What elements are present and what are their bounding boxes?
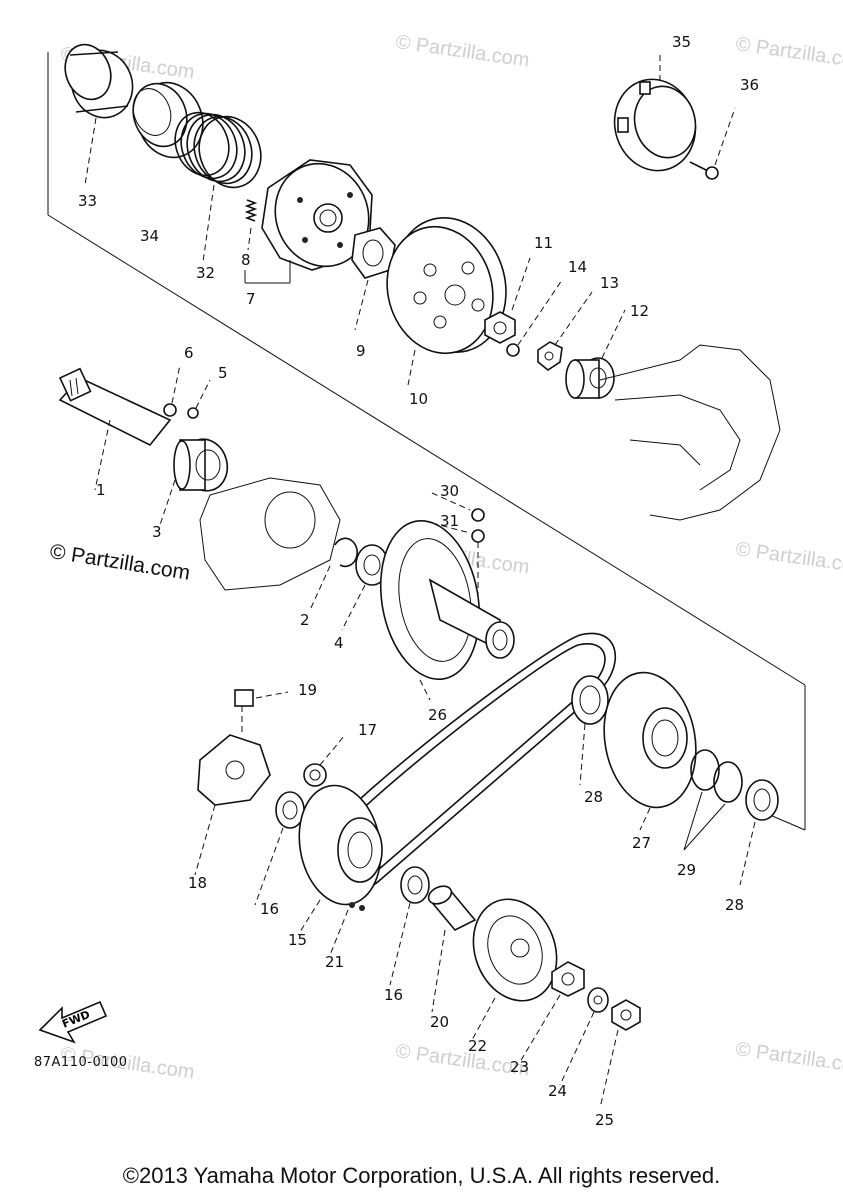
part-35-cover-cup [613,55,697,172]
part-28-oil-seal-lower [739,779,779,886]
callout-30: 30 [440,482,459,500]
copyright-notice: ©2013 Yamaha Motor Corporation, U.S.A. A… [122,1163,721,1188]
callout-22: 22 [468,1037,487,1055]
watermark: © Partzilla.com [394,31,531,72]
part-36-bolt [689,107,736,180]
callout-13: 13 [600,274,619,292]
callout-32: 32 [196,264,215,282]
callout-6: 6 [184,344,194,362]
callout-28: 28 [584,788,603,806]
callout-2: 2 [300,611,310,629]
part-23-nut [519,961,585,1063]
part-18-slider [194,734,271,876]
callout-25: 25 [595,1111,614,1129]
part-2-circlip [309,537,358,611]
callout-28: 28 [725,896,744,914]
callout-27: 27 [632,834,651,852]
assembly-boundaries [47,52,806,831]
callout-5: 5 [218,364,228,382]
forward-arrow-icon: FWD [38,1000,108,1044]
part-30-item [431,492,485,522]
part-19-clip [234,689,289,735]
part-17-roller-weight [303,734,346,787]
callout-11: 11 [534,234,553,252]
case-cover-outline [199,477,341,591]
callout-17: 17 [358,721,377,739]
callout-26: 26 [428,706,447,724]
callout-8: 8 [241,251,251,269]
callout-21: 21 [325,953,344,971]
part-1-primary-shaft [58,367,172,491]
part-15-movable-sheave [297,784,383,936]
watermark: © Partzilla.com [734,1038,843,1079]
callout-23: 23 [510,1058,529,1076]
callout-12: 12 [630,302,649,320]
part-13-lock-washer [537,291,593,371]
callout-15: 15 [288,931,307,949]
part-26-fixed-sheave [379,519,515,701]
part-25-nut [599,999,641,1109]
part-32-clutch-spring [174,111,262,263]
watermark: © Partzilla.com [734,538,843,579]
callout-4: 4 [334,634,344,652]
part-5-small-washer [187,379,211,419]
watermark: © Partzilla.com [734,33,843,74]
callout-labels: 1234567891011121314151616171819202122232… [78,33,759,1129]
part-27-secondary-sheave [603,671,697,831]
callout-36: 36 [740,76,759,94]
part-16-bearing-upper [254,791,305,906]
part-33-outer-sleeve [64,43,134,186]
part-6-small-bolt [163,364,181,417]
part-22-fan-pulley [471,898,558,1041]
part-34-spring-seats [132,81,204,159]
callout-19: 19 [298,681,317,699]
diagram-code: 87A110-0100 [34,1055,128,1070]
part-24-washer [559,987,609,1086]
callout-35: 35 [672,33,691,51]
part-28-oil-seal-upper [571,675,609,786]
callout-24: 24 [548,1082,567,1100]
part-14-small-nut [506,279,563,357]
callout-9: 9 [356,342,366,360]
callout-7: 7 [246,290,256,308]
callout-16: 16 [260,900,279,918]
part-7-clutch-carrier [244,159,373,284]
part-20-collar-sleeve [427,885,477,1013]
part-31-item [431,522,485,610]
part-12-collar [565,309,626,399]
callout-29: 29 [677,861,696,879]
part-10-clutch-housing [386,216,507,386]
part-11-nut [484,257,531,344]
callout-20: 20 [430,1013,449,1031]
engine-case-outline [599,344,781,521]
callout-33: 33 [78,192,97,210]
callout-16: 16 [384,986,403,1004]
callout-1: 1 [96,481,106,499]
part-29-o-rings [683,749,743,851]
callout-10: 10 [409,390,428,408]
callout-14: 14 [568,258,587,276]
part-21-cam-rollers [329,902,365,956]
callout-3: 3 [152,523,162,541]
part-3-bearing [159,438,229,526]
part-16-bearing-lower [389,866,430,986]
callout-31: 31 [440,512,459,530]
callout-18: 18 [188,874,207,892]
callout-34: 34 [140,227,159,245]
part-8-small-spring [244,199,258,251]
